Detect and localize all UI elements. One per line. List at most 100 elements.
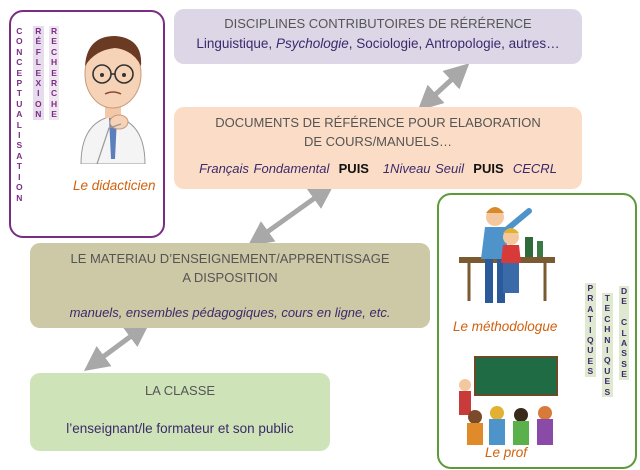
- vertical-letter: H: [51, 98, 58, 109]
- vertical-letter: P: [16, 78, 23, 89]
- vertical-letter: L: [35, 57, 41, 68]
- vertical-letter: X: [35, 78, 42, 89]
- vertical-letter: N: [35, 109, 42, 120]
- vertical-letter: C: [604, 313, 611, 324]
- documents-box: DOCUMENTS DE RÉFÉRENCE POUR ELABORATION …: [174, 107, 582, 189]
- disciplines-items: Linguistique, Psychologie, Sociologie, A…: [174, 36, 582, 51]
- vertical-letter: A: [587, 303, 594, 314]
- vertical-letter: L: [621, 327, 627, 338]
- vertical-letter: L: [16, 119, 22, 130]
- classe-box: LA CLASSE l’enseignant/le formateur et s…: [30, 373, 330, 451]
- vertical-letter: O: [16, 36, 23, 47]
- sequence-niveau-seuil: 1Niveau Seuil: [382, 161, 465, 176]
- didacticien-illustration: [80, 36, 146, 164]
- vertical-letter: R: [51, 26, 58, 36]
- vertical-letter: O: [35, 98, 42, 109]
- vertical-letter: E: [16, 67, 23, 78]
- vertical-letter: U: [587, 345, 594, 356]
- vertical-letter: É: [35, 36, 42, 47]
- vertical-letter: H: [604, 324, 611, 335]
- vertical-letter: [623, 307, 625, 317]
- vertical-letter: I: [18, 171, 21, 182]
- documents-sequence: Français Fondamental PUIS 1Niveau Seuil …: [174, 161, 582, 176]
- sequence-cecrl: CECRL: [512, 161, 557, 176]
- materiau-title-line2: A DISPOSITION: [182, 270, 278, 285]
- vertical-letter: R: [587, 293, 594, 304]
- materiau-title-line1: LE MATERIAU D’ENSEIGNEMENT/APPRENTISSAGE: [70, 251, 390, 266]
- classe-description: l’enseignant/le formateur et son public: [66, 421, 294, 436]
- vertical-letter: T: [16, 88, 22, 99]
- vertical-letter: T: [16, 161, 22, 172]
- vertical-letter: C: [51, 88, 58, 99]
- classroom-illustration: [459, 356, 558, 445]
- materiau-box: LE MATERIAU D’ENSEIGNEMENT/APPRENTISSAGE…: [30, 243, 430, 328]
- vertical-letter: F: [35, 46, 41, 57]
- vertical-letter: E: [51, 67, 57, 78]
- documents-title-line1: DOCUMENTS DE RÉFÉRENCE POUR ELABORATION: [215, 115, 541, 130]
- vertical-letter: Q: [604, 355, 611, 366]
- vertical-letter: E: [51, 36, 57, 47]
- vertical-letter: N: [16, 46, 23, 57]
- disciplines-title: DISCIPLINES CONTRIBUTOIRES DE RÉRÉRENCE: [224, 16, 532, 31]
- vertical-letter: S: [16, 140, 23, 151]
- sequence-puis-1: PUIS: [338, 161, 369, 176]
- didacticien-label: Le didacticien: [73, 178, 156, 193]
- vertical-letter: A: [16, 150, 23, 161]
- sequence-francais-fondamental: Français Fondamental: [199, 161, 330, 176]
- vertical-letter: E: [604, 376, 611, 387]
- vertical-letter: D: [621, 286, 628, 296]
- arrow-disciplines-documents: [417, 63, 470, 111]
- vertical-letter: O: [16, 182, 23, 193]
- materiau-examples: manuels, ensembles pédagogiques, cours e…: [69, 305, 391, 320]
- vertical-letter: A: [16, 109, 23, 120]
- vertical-letter: U: [16, 98, 23, 109]
- disciplines-items-before: Linguistique,: [196, 36, 276, 51]
- vertical-letter: E: [587, 355, 594, 366]
- vertical-letter: Q: [587, 335, 594, 346]
- vertical-letter: I: [606, 345, 609, 356]
- arrow-documents-materiau: [247, 184, 335, 246]
- sequence-puis-2: PUIS: [473, 161, 504, 176]
- vertical-letter: I: [18, 130, 21, 141]
- vertical-letter: I: [37, 88, 40, 99]
- disciplines-items-after: , Sociologie, Antropologie, autres…: [348, 36, 560, 51]
- vertical-letter: S: [621, 348, 627, 359]
- vertical-letter: S: [604, 386, 611, 397]
- vertical-letter: N: [16, 192, 23, 203]
- vertical-letter: S: [621, 358, 627, 369]
- vertical-letter: N: [604, 334, 611, 345]
- vertical-letter: U: [604, 365, 611, 376]
- vertical-letter: T: [587, 314, 593, 325]
- vertical-letter: R: [35, 26, 42, 36]
- vertical-letter: C: [51, 46, 58, 57]
- vertical-letter: P: [587, 283, 594, 293]
- vertical-letter: C: [621, 317, 628, 328]
- arrow-materiau-classe: [83, 322, 151, 371]
- vertical-letter: E: [51, 109, 57, 120]
- vertical-letter: A: [621, 338, 628, 349]
- disciplines-items-italic: Psychologie: [275, 36, 349, 51]
- methodologue-illustration: [459, 207, 555, 303]
- classe-title: LA CLASSE: [144, 383, 216, 398]
- vertical-letter: I: [589, 324, 592, 335]
- prof-label: Le prof: [485, 445, 528, 460]
- vertical-letter: C: [16, 26, 23, 36]
- vertical-letter: C: [16, 57, 23, 68]
- vertical-letter: E: [604, 303, 611, 314]
- methodologue-label: Le méthodologue: [453, 319, 558, 334]
- vertical-letter: H: [51, 57, 58, 68]
- disciplines-box: DISCIPLINES CONTRIBUTOIRES DE RÉRÉRENCE …: [174, 9, 582, 64]
- vertical-letter: R: [51, 78, 58, 89]
- vertical-letter: S: [587, 366, 594, 377]
- documents-title-line2: DE COURS/MANUELS…: [303, 134, 453, 149]
- vertical-letter: T: [604, 293, 610, 303]
